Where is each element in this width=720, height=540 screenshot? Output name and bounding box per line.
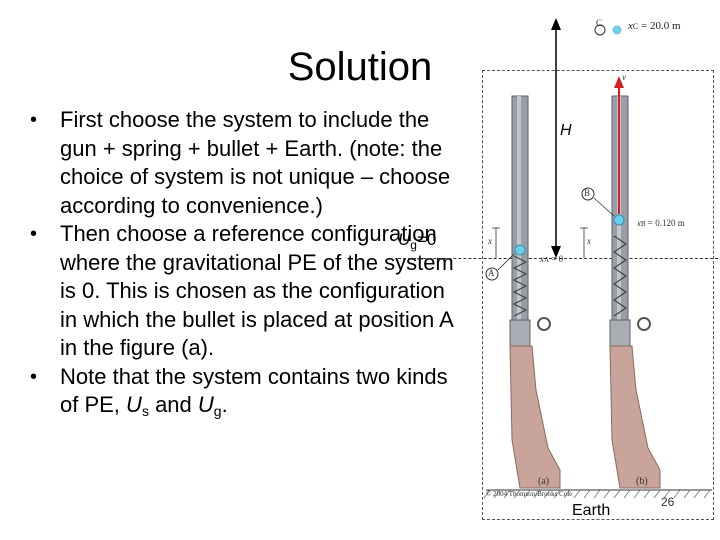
- ug-zero-label: Ug=0: [398, 230, 437, 252]
- and-word: and: [155, 392, 192, 417]
- x-dimension-b: [580, 227, 588, 258]
- slide-title: Solution: [287, 45, 433, 89]
- bullet-item-system: • First choose the system to include the…: [30, 106, 460, 220]
- bullet-dot: •: [30, 365, 38, 388]
- xb-label: xB = 0.120 m: [637, 218, 685, 228]
- bullet-dot: •: [30, 223, 38, 245]
- x-dimension-a: [492, 227, 500, 258]
- bullet-item-reference: • Then choose a reference configuration …: [30, 220, 460, 363]
- period: .: [221, 392, 228, 417]
- copyright-text: © 2004 Thomson/Brooks Cole: [486, 490, 573, 498]
- height-label: H: [560, 122, 572, 139]
- ug-subscript: g: [213, 403, 222, 419]
- point-a-letter: A: [488, 268, 495, 278]
- panel-b-label: (b): [636, 476, 648, 487]
- gun-b: [609, 95, 661, 489]
- xa-label: xA = 0: [540, 254, 564, 264]
- us-subscript: s: [141, 403, 149, 419]
- position-c-marker: [594, 24, 622, 36]
- bullet-dot: •: [30, 109, 38, 131]
- x-label-b: x: [587, 236, 591, 246]
- point-c-letter: C: [596, 18, 603, 28]
- velocity-arrow: [614, 76, 624, 214]
- bullet-list: • First choose the system to include the…: [30, 106, 460, 426]
- velocity-label: v: [622, 72, 626, 82]
- us-symbol: U: [126, 392, 142, 417]
- ug-symbol: U: [197, 392, 214, 417]
- figure-frame: [482, 70, 714, 520]
- bullet-text: Note that the system contains two kinds …: [60, 363, 448, 418]
- gun-a: [509, 95, 561, 489]
- ground: [483, 489, 712, 499]
- height-arrow: [551, 18, 561, 258]
- point-b-letter: B: [584, 188, 591, 198]
- zero-reference-line: [398, 258, 718, 259]
- bullet-text: Then choose a reference configuration wh…: [60, 221, 454, 360]
- earth-label: Earth: [572, 502, 611, 519]
- x-label-a: x: [488, 236, 492, 246]
- point-a-callout: [485, 253, 515, 281]
- page-number: 26: [661, 495, 675, 509]
- point-b-callout: [581, 187, 615, 217]
- panel-a-label: (a): [538, 476, 550, 487]
- bullet-item-pe-kinds: • Note that the system contains two kind…: [30, 363, 460, 426]
- bullet-text: First choose the system to include the g…: [60, 107, 451, 218]
